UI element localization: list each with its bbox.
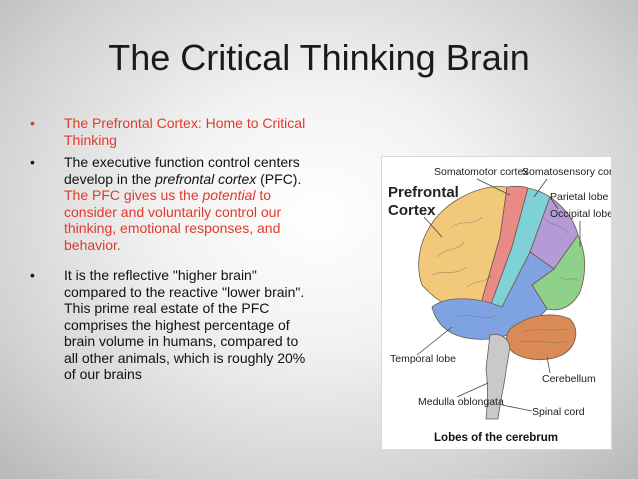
gyri-texture (431, 216, 579, 343)
leader-cerebellum (546, 356, 551, 374)
label-cerebellum: Cerebellum (542, 373, 596, 385)
bullet-2-emphasis-2: potential (202, 187, 256, 203)
brain-diagram: Prefrontal Cortex Somatomotor cortex Som… (388, 166, 627, 444)
leader-temporal (416, 326, 453, 356)
bullet-item-3: • It is the reflective "higher brain" co… (30, 267, 315, 383)
label-temporal: Temporal lobe (390, 353, 456, 365)
label-parietal: Parietal lobe (550, 191, 609, 203)
bullet-2-part1: The executive function control centers d… (64, 154, 300, 187)
bullet-3-text: It is the reflective "higher brain" comp… (64, 267, 306, 382)
bullet-dot: • (30, 115, 35, 131)
label-occipital: Occipital lobe (550, 208, 611, 220)
leader-prefrontal (423, 216, 443, 238)
bullet-2-part1-tail: (PFC). (256, 170, 302, 187)
bullet-2-emphasis: prefrontal cortex (155, 170, 257, 187)
bullet-2-red: The PFC gives us the potential to consid… (64, 187, 281, 253)
brain-stem (485, 334, 511, 420)
label-spinal: Spinal cord (532, 406, 585, 418)
slide-title: The Critical Thinking Brain (108, 37, 530, 78)
label-somatosensory: Somatosensory cortex (522, 166, 611, 178)
leader-somatosensory (533, 178, 548, 198)
label-somatomotor: Somatomotor cortex (434, 166, 529, 178)
leader-somatomotor (476, 178, 511, 196)
leader-parietal (549, 196, 559, 210)
bullet-dot: • (30, 154, 35, 170)
label-prefrontal-2: Cortex (388, 202, 436, 219)
brain-figure: Prefrontal Cortex Somatomotor cortex Som… (381, 156, 627, 450)
leader-spinal (501, 404, 533, 412)
bullet-item-2: • The executive function control centers… (30, 154, 315, 253)
bullet-item-1: • The Prefrontal Cortex: Home to Critica… (30, 115, 315, 148)
bullet-2-part2-tail: to consider and voluntarily control our … (64, 187, 282, 253)
bullet-2-text: The executive function control centers d… (64, 154, 301, 253)
label-prefrontal-1: Prefrontal (388, 184, 459, 201)
bullet-list: • The Prefrontal Cortex: Home to Critica… (30, 115, 315, 389)
bullet-2-part2: The PFC gives us the (64, 187, 203, 203)
bullet-1-text: The Prefrontal Cortex: Home to Critical … (64, 115, 306, 148)
label-medulla: Medulla oblongata (418, 396, 504, 408)
leader-medulla (456, 382, 489, 398)
figure-caption: Lobes of the cerebrum (434, 432, 558, 444)
bullet-dot: • (30, 267, 35, 283)
